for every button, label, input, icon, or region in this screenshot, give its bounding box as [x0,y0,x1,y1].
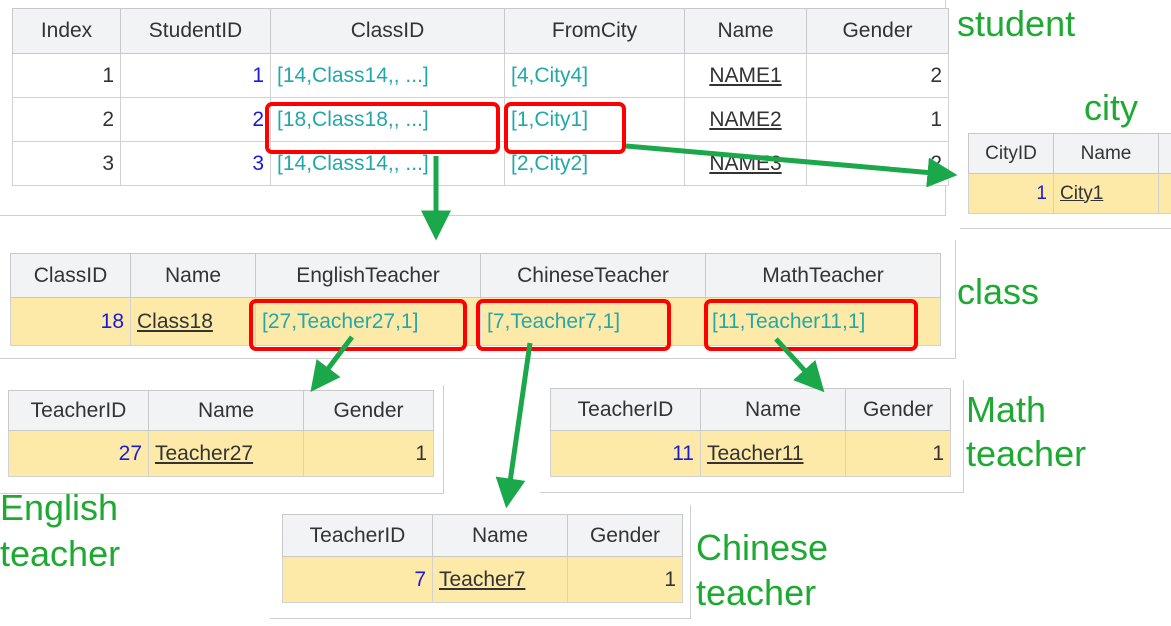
cell-teacher-name-text[interactable]: Teacher27 [155,441,254,465]
english-teacher-label-line1: English [0,487,119,528]
cell-city-name[interactable]: City1 [1053,173,1159,214]
cell-teacher-name-text[interactable]: Teacher11 [707,441,804,465]
cell-city-name-text[interactable]: City1 [1060,182,1104,204]
chinese-teacher-header-row: TeacherID Name Gender [282,514,683,557]
table-row[interactable]: 11 Teacher11 1 [550,430,951,477]
city-label: city [1084,87,1138,128]
col-header-name[interactable]: Name [684,8,807,54]
cell-name[interactable]: NAME1 [684,53,807,98]
arrow-class-to-english-teacher [310,335,354,392]
english-teacher-label-line2: teacher [0,533,121,574]
highlight-box-fromcity [504,102,626,154]
cell-teacher-name-text[interactable]: Teacher7 [439,567,526,591]
col-header-fromcity[interactable]: FromCity [504,8,685,54]
highlight-box-englishteacher [249,299,467,351]
arrow-class-to-chinese-teacher [495,342,533,509]
cell-class-name-text[interactable]: Class18 [137,309,213,333]
cell-gender[interactable]: 1 [845,430,951,477]
chinese-teacher-table: TeacherID Name Gender 7 Teacher7 1 [282,514,683,603]
table-row[interactable]: 27 Teacher27 1 [8,430,434,477]
math-teacher-header-row: TeacherID Name Gender [550,388,951,431]
col-header-gender[interactable]: Gender [845,388,951,431]
english-teacher-header-row: TeacherID Name Gender [8,390,434,431]
arrow-class-to-math-teacher [774,337,825,393]
english-teacher-table: TeacherID Name Gender 27 Teacher27 1 [8,390,434,477]
cell-class-name[interactable]: Class18 [130,297,256,346]
cell-name-text[interactable]: NAME1 [709,63,782,87]
student-table-cut [0,217,950,231]
city-header-row: CityID Name [968,133,1171,174]
cell-teacher-name[interactable]: Teacher11 [700,430,846,477]
arrow-student-to-city [625,143,958,188]
cell-classid-ref[interactable]: [14,Class14,, ...] [270,141,505,186]
col-header-classid[interactable]: ClassID [270,8,505,54]
chinese-teacher-label-line2: teacher [696,572,817,613]
cell-studentid[interactable]: 1 [120,53,271,98]
col-header-gender[interactable]: Gender [567,514,683,557]
col-header-index[interactable]: Index [12,8,121,54]
cell-cityid[interactable]: 1 [968,173,1054,214]
city-table: CityID Name 1 City1 [968,133,1171,214]
cell-englishteacher-ref[interactable]: [27,Teacher27,1] [255,297,481,346]
col-header-name[interactable]: Name [432,514,568,557]
highlight-box-classid [265,102,500,154]
math-teacher-table: TeacherID Name Gender 11 Teacher11 1 [550,388,951,477]
cell-teacherid[interactable]: 11 [550,430,701,477]
cell-gender[interactable]: 1 [806,97,949,142]
cell-name-text[interactable]: NAME2 [709,107,782,131]
cell-teacher-name[interactable]: Teacher7 [432,556,568,603]
cell-blank [1158,173,1171,214]
col-header-teacherid[interactable]: TeacherID [550,388,701,431]
cell-classid-ref[interactable]: [14,Class14,, ...] [270,53,505,98]
cell-gender[interactable]: 1 [303,430,434,477]
cell-mathteacher-ref[interactable]: [11,Teacher11,1] [705,297,941,346]
cell-teacherid[interactable]: 27 [8,430,149,477]
cell-studentid[interactable]: 3 [120,141,271,186]
col-header-teacherid[interactable]: TeacherID [8,390,149,431]
student-table: Index StudentID ClassID FromCity Name Ge… [12,8,949,186]
col-header-teacherid[interactable]: TeacherID [282,514,433,557]
col-header-studentid[interactable]: StudentID [120,8,271,54]
col-header-name[interactable]: Name [1053,133,1159,174]
student-header-row: Index StudentID ClassID FromCity Name Ge… [12,8,949,54]
student-label: student [957,3,1076,44]
col-header-gender[interactable]: Gender [303,390,434,431]
col-header-englishteacher[interactable]: EnglishTeacher [255,253,481,298]
math-teacher-label-line1: Math [966,389,1047,430]
table-row[interactable]: 1 1 [14,Class14,, ...] [4,City4] NAME1 2 [12,53,949,98]
class-label: class [957,271,1040,312]
highlight-box-chineseteacher [476,299,671,351]
col-header-cityid[interactable]: CityID [968,133,1054,174]
cell-gender[interactable]: 1 [567,556,683,603]
col-header-name[interactable]: Name [700,388,846,431]
col-header-name[interactable]: Name [130,253,256,298]
cell-teacherid[interactable]: 7 [282,556,433,603]
table-row[interactable]: 7 Teacher7 1 [282,556,683,603]
highlight-box-mathteacher [704,299,918,351]
table-row[interactable]: 1 City1 [968,173,1171,214]
col-header-mathteacher[interactable]: MathTeacher [705,253,941,298]
cell-index[interactable]: 3 [12,141,121,186]
col-header-blank [1158,133,1171,174]
cell-classid[interactable]: 18 [10,297,131,346]
cell-teacher-name[interactable]: Teacher27 [148,430,304,477]
class-table: ClassID Name EnglishTeacher ChineseTeach… [10,253,941,346]
col-header-name[interactable]: Name [148,390,304,431]
col-header-gender[interactable]: Gender [806,8,949,54]
chinese-teacher-label-line1: Chinese [696,527,829,568]
math-teacher-label-line2: teacher [966,433,1087,474]
cell-name[interactable]: NAME2 [684,97,807,142]
